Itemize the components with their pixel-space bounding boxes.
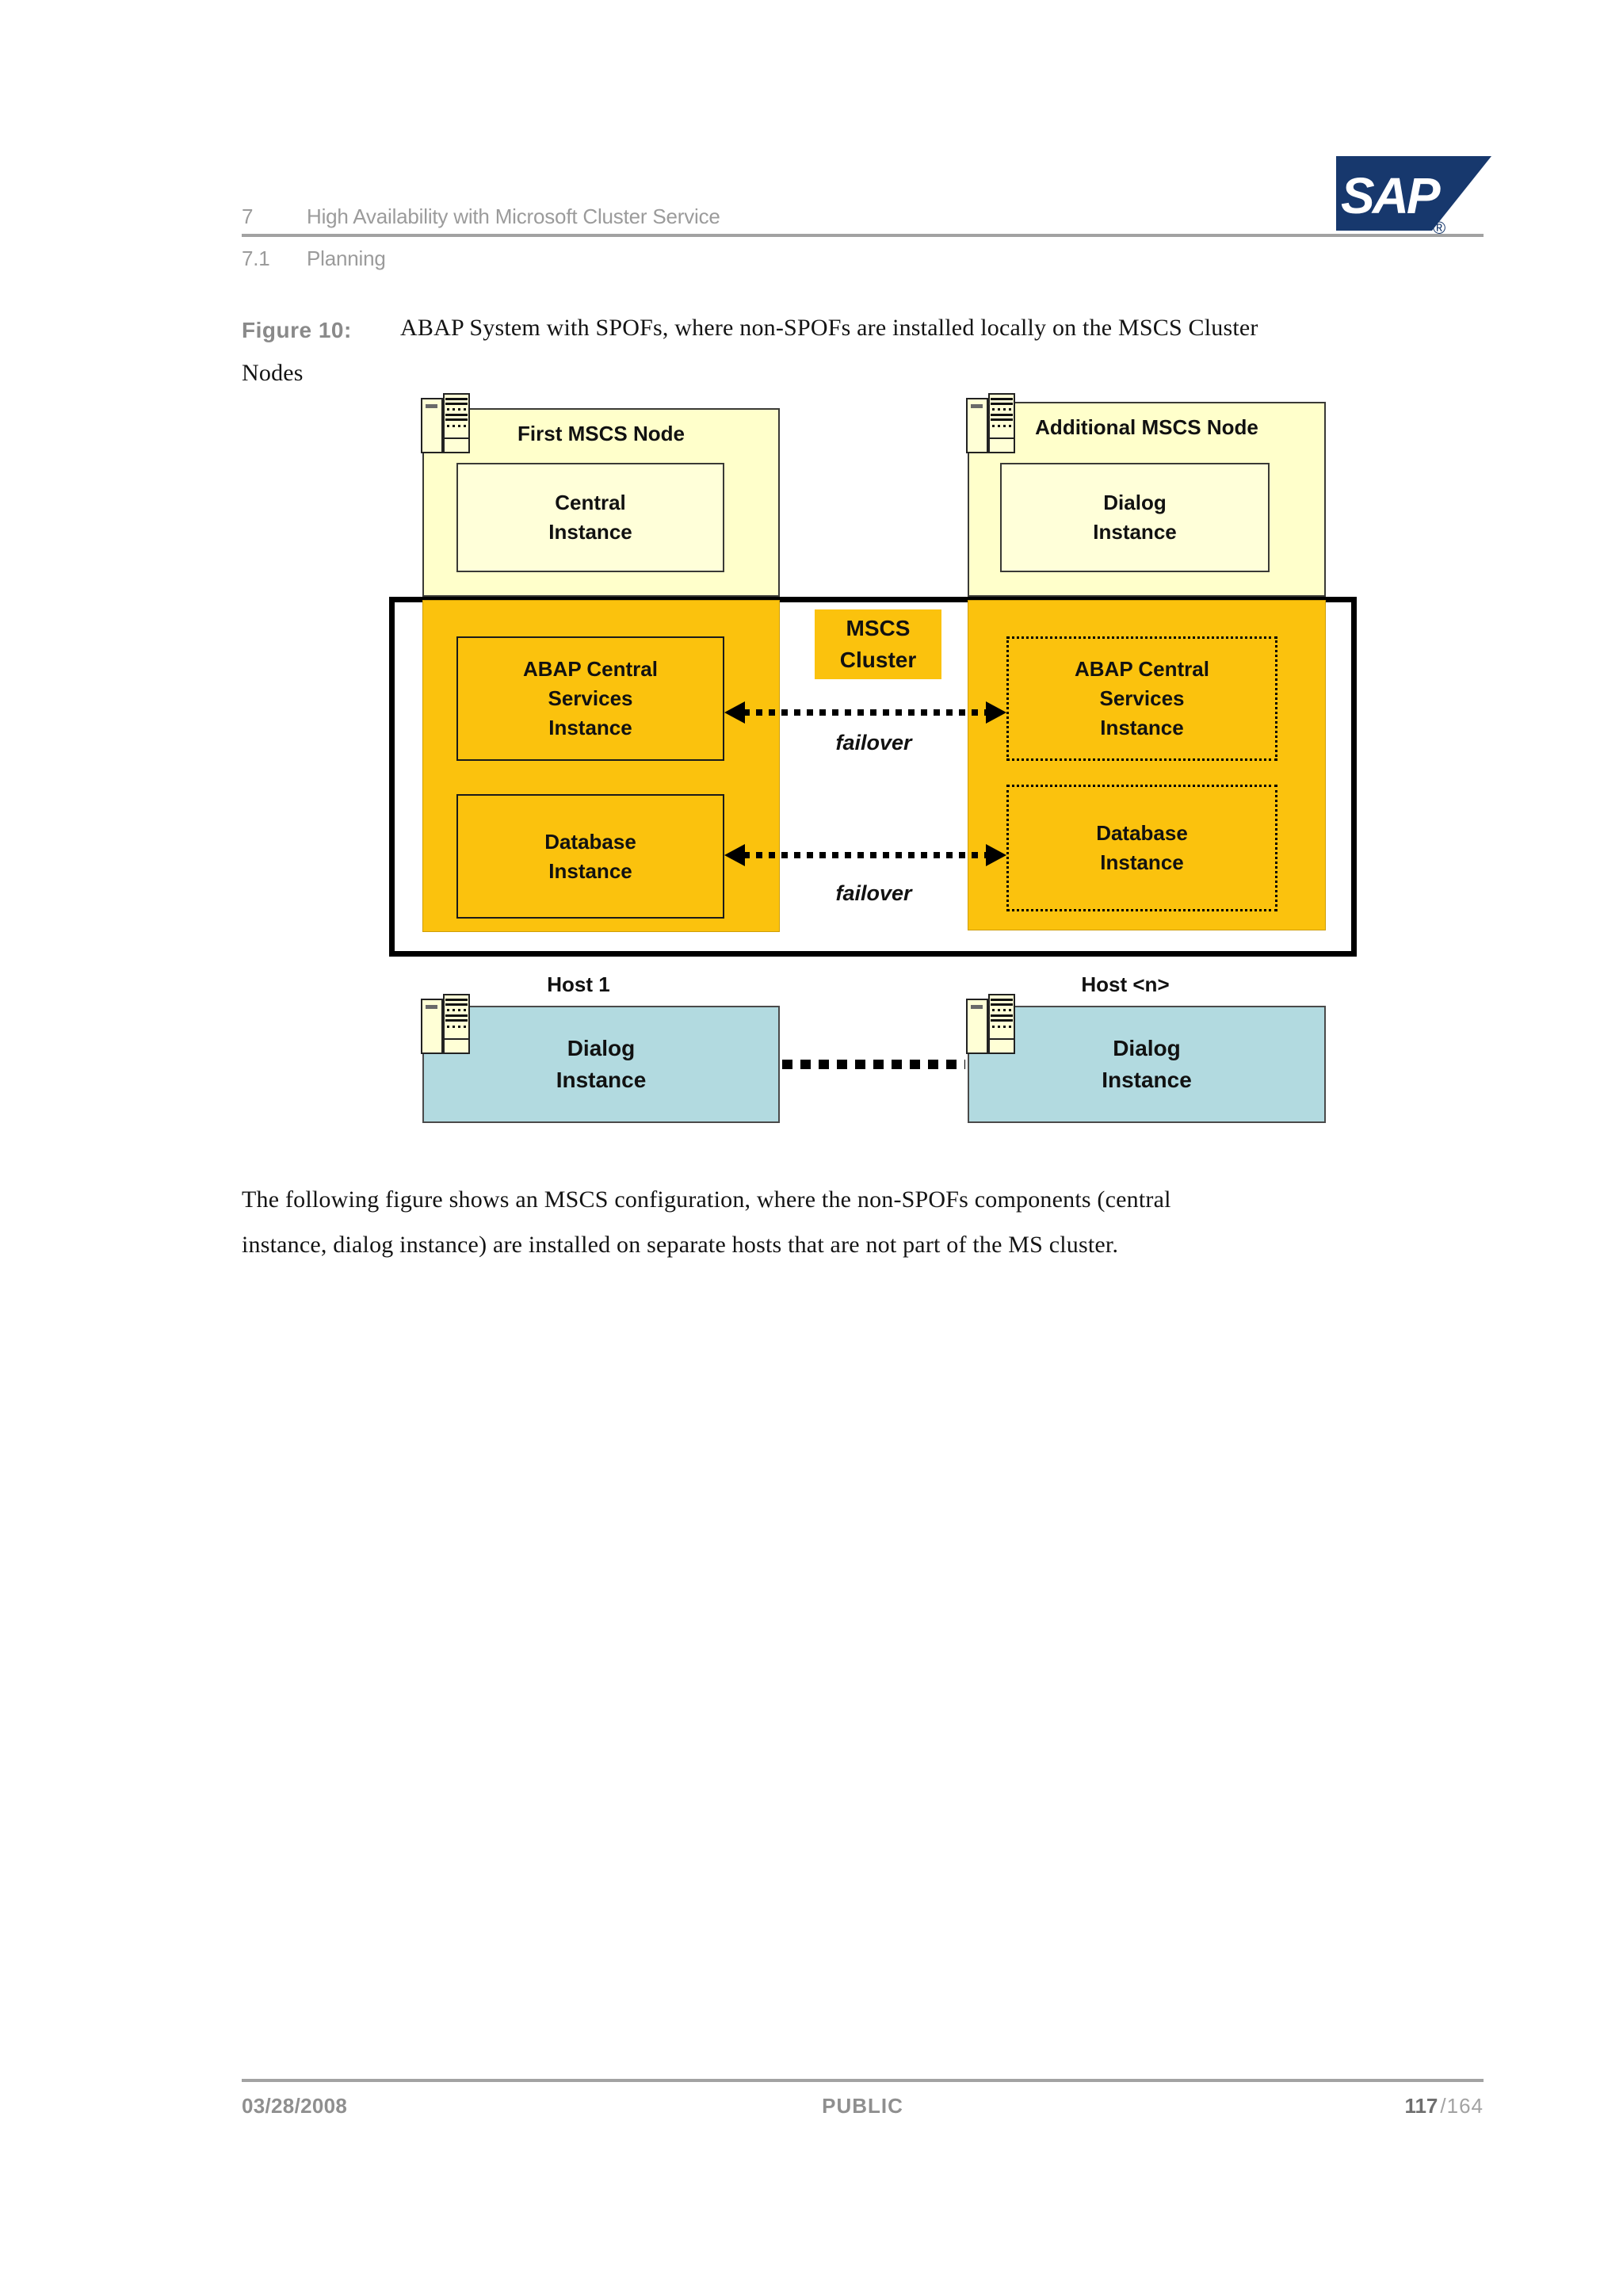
- figure-caption-line2: Nodes: [242, 360, 304, 386]
- header-divider: [242, 234, 1484, 237]
- sap-logo: SAP ®: [1336, 156, 1491, 235]
- abap-central-services-left-label: ABAP Central Services Instance: [522, 657, 658, 739]
- figure-caption-line1: ABAP System with SPOFs, where non-SPOFs …: [400, 315, 1258, 341]
- footer-page-indicator: 117/164: [1404, 2094, 1484, 2118]
- host-n-label: Host <n>: [1081, 972, 1170, 996]
- database-instance-left-label: Database Instance: [544, 829, 636, 883]
- first-mscs-node-title: First MSCS Node: [517, 422, 685, 445]
- dialog-instance-hostn-box: Dialog Instance: [968, 1006, 1326, 1123]
- abap-central-services-right-box: ABAP Central Services Instance: [1006, 636, 1277, 761]
- central-instance-label: Central Instance: [548, 491, 632, 544]
- database-instance-right-box: Database Instance: [1006, 785, 1277, 911]
- footer-classification: PUBLIC: [822, 2094, 903, 2118]
- additional-mscs-node-title: Additional MSCS Node: [1035, 415, 1258, 439]
- server-icon: [966, 994, 1015, 1054]
- section-title: Planning: [307, 246, 386, 270]
- mscs-diagram: First MSCS Node Additional MSCS Node Cen…: [365, 388, 1363, 1133]
- server-icon: [421, 393, 470, 453]
- failover-arrow-bottom-head-right: [986, 844, 1006, 866]
- dialog-instance-host1-label: Dialog Instance: [556, 1036, 647, 1092]
- central-instance-box: Central Instance: [456, 463, 724, 572]
- paragraph-line2: instance, dialog instance) are installed…: [242, 1232, 1119, 1258]
- footer-date: 03/28/2008: [242, 2094, 348, 2118]
- abap-central-services-left-box: ABAP Central Services Instance: [456, 636, 724, 761]
- section-number: 7.1: [242, 246, 270, 270]
- failover-arrows: [724, 701, 1006, 1069]
- mscs-cluster-label: MSCS Cluster: [839, 616, 917, 672]
- database-instance-right-label: Database Instance: [1096, 821, 1188, 874]
- sap-logo-text: SAP: [1341, 167, 1441, 224]
- dialog-instance-host1-box: Dialog Instance: [422, 1006, 780, 1123]
- sap-logo-registered: ®: [1433, 218, 1445, 235]
- database-instance-left-box: Database Instance: [456, 794, 724, 919]
- mscs-cluster-border: [389, 597, 1357, 957]
- dialog-instance-top-box: Dialog Instance: [1000, 463, 1270, 572]
- dialog-instance-top-label: Dialog Instance: [1093, 491, 1177, 544]
- footer-page-total: /164: [1440, 2094, 1484, 2118]
- failover-label-bottom: failover: [835, 881, 912, 905]
- sap-logo-shape: [1336, 156, 1491, 231]
- host-1-label: Host 1: [547, 972, 610, 996]
- failover-arrow-top-head-right: [986, 701, 1006, 724]
- footer-divider: [242, 2079, 1484, 2082]
- mscs-cluster-label-box: MSCS Cluster: [815, 609, 941, 679]
- paragraph-line1: The following figure shows an MSCS confi…: [242, 1186, 1171, 1213]
- failover-arrow-top-head-left: [724, 701, 745, 724]
- figure-label: Figure 10:: [242, 318, 352, 342]
- footer-page-number: 117: [1404, 2094, 1438, 2118]
- failover-arrow-bottom-head-left: [724, 844, 745, 866]
- chapter-number: 7: [242, 204, 254, 228]
- cluster-panel-right: [968, 600, 1326, 930]
- dialog-instance-hostn-label: Dialog Instance: [1102, 1036, 1192, 1092]
- abap-central-services-right-label: ABAP Central Services Instance: [1074, 657, 1209, 739]
- server-icon: [966, 393, 1015, 453]
- chapter-title: High Availability with Microsoft Cluster…: [307, 204, 720, 228]
- failover-label-top: failover: [835, 731, 912, 755]
- server-icon: [421, 994, 470, 1054]
